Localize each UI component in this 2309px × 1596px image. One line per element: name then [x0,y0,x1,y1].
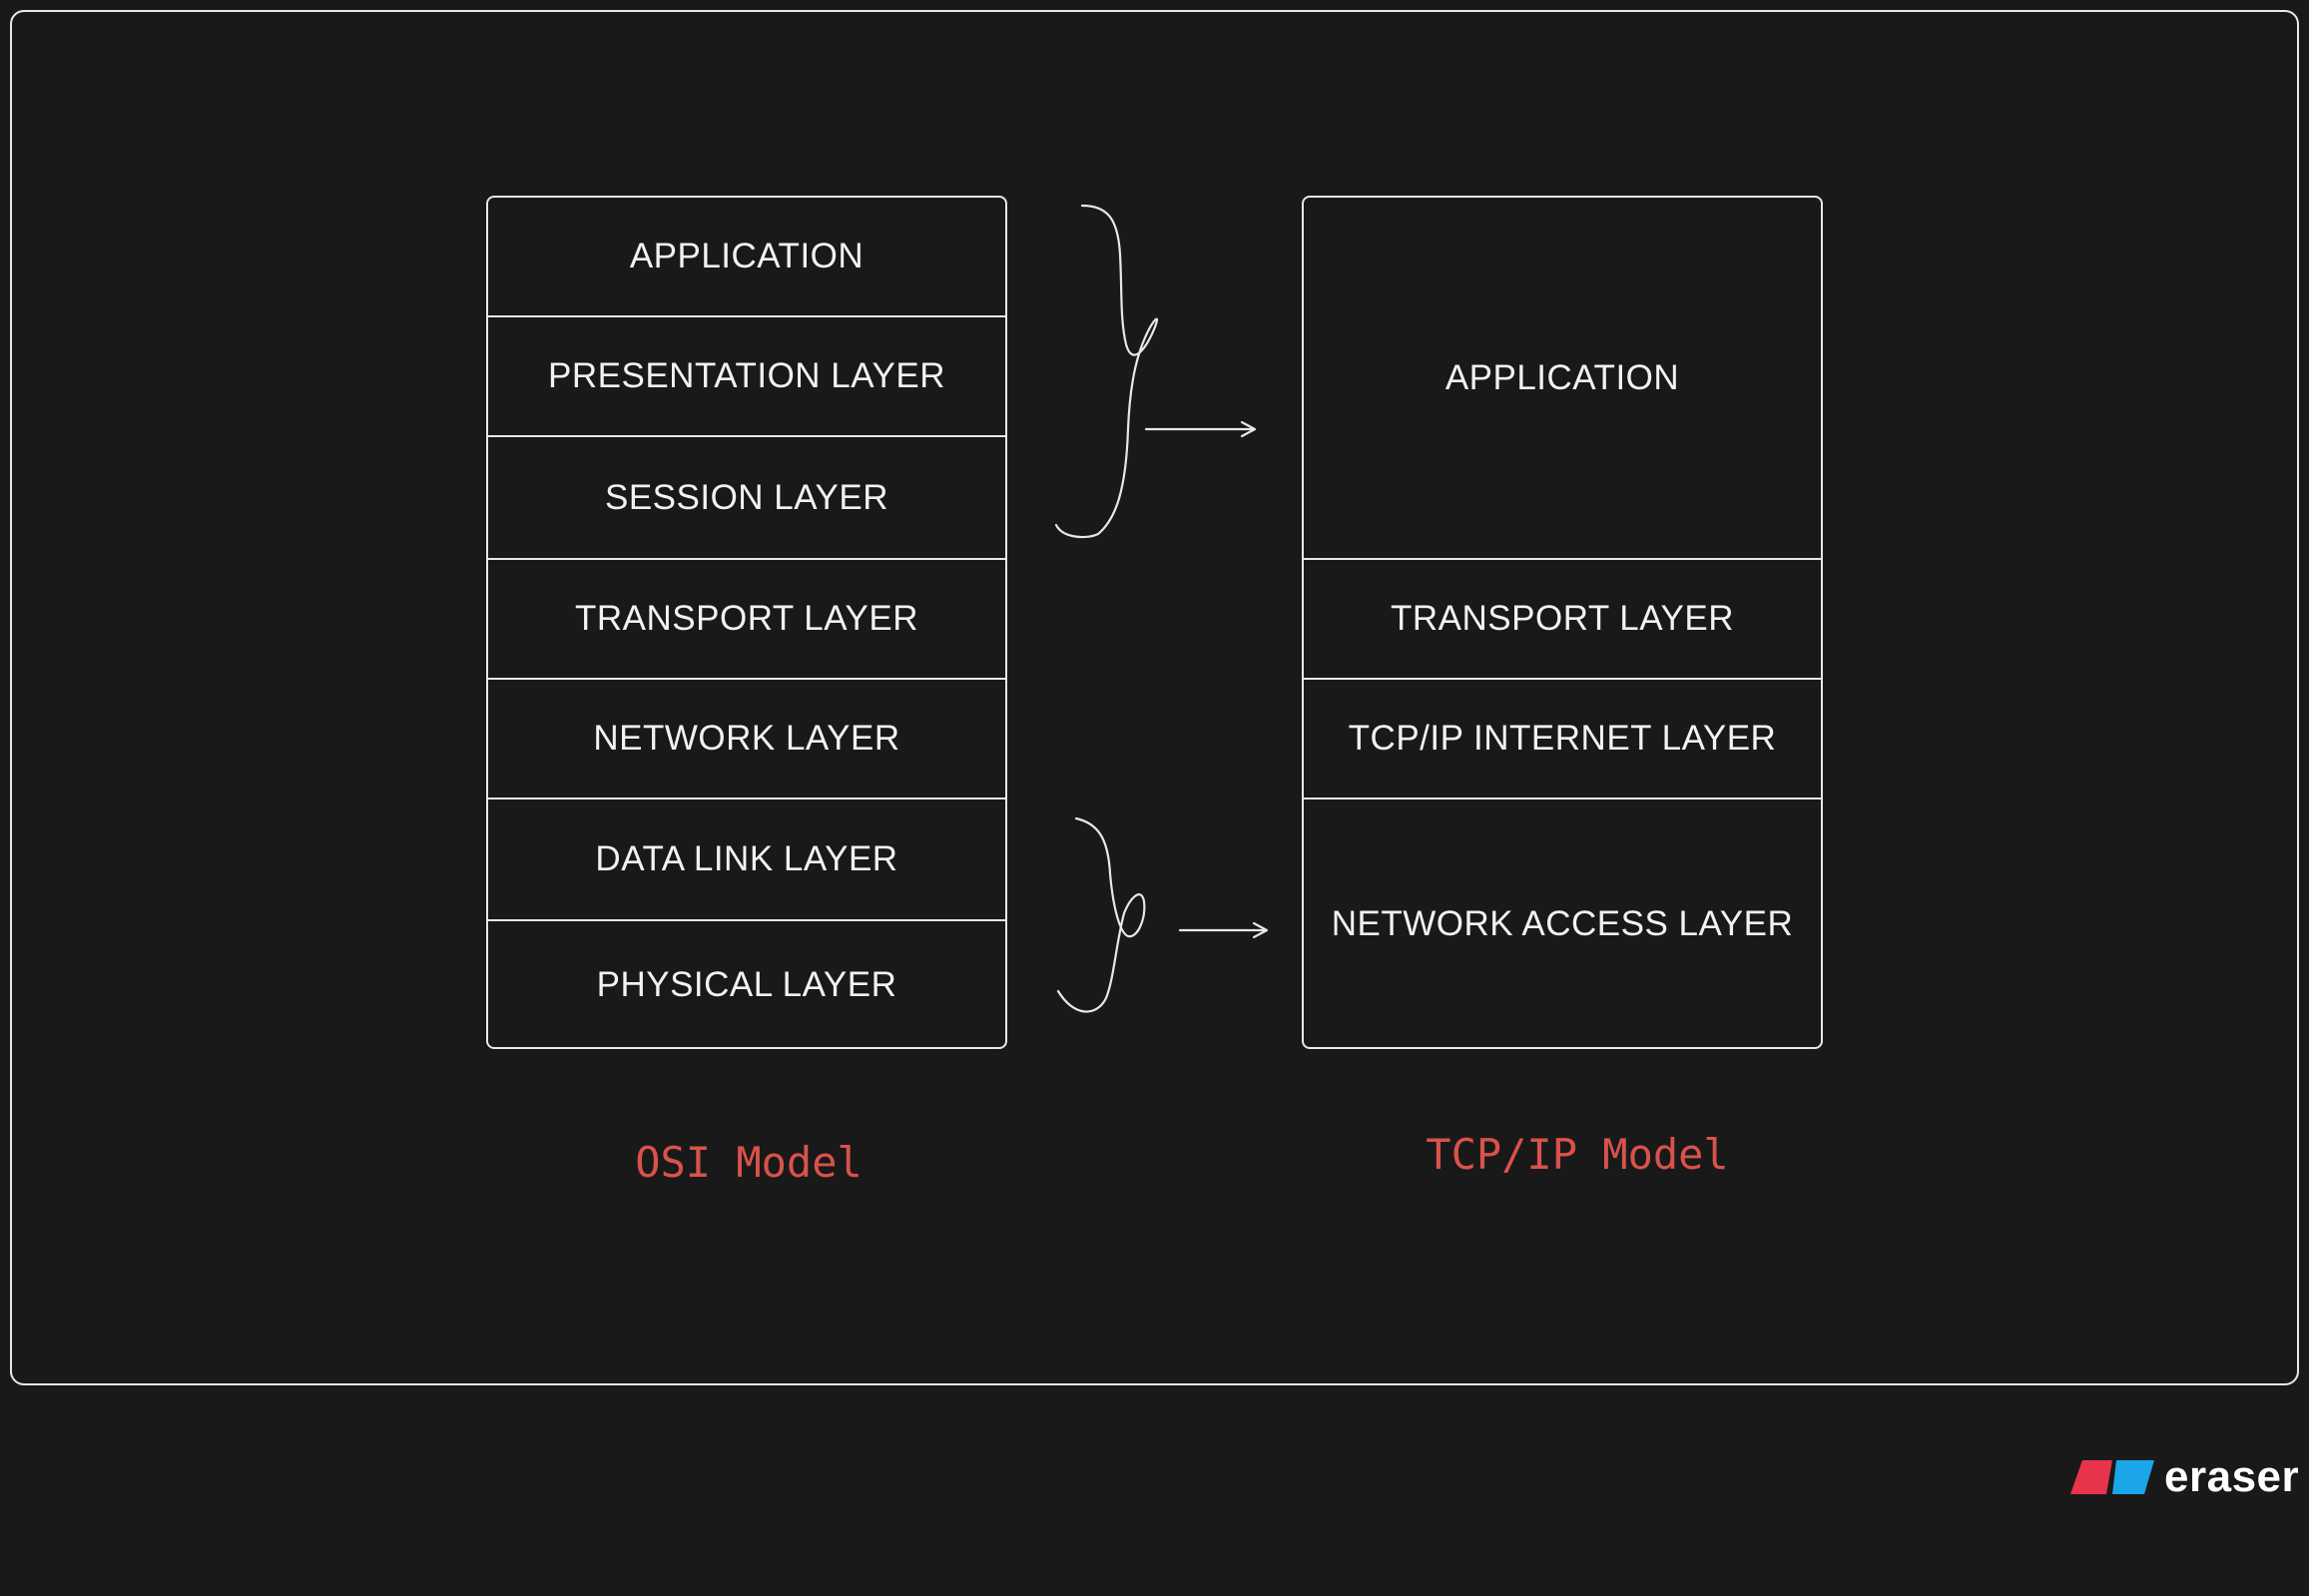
osi-layer-physical: PHYSICAL LAYER [488,919,1005,1047]
tcpip-model-caption: TCP/IP Model [1426,1130,1729,1179]
osi-model-stack: APPLICATION PRESENTATION LAYER SESSION L… [486,196,1007,1049]
tcpip-layer-transport: TRANSPORT LAYER [1304,558,1821,678]
eraser-logo-text: eraser [2164,1452,2300,1501]
eraser-logo-icon [2070,1460,2154,1494]
tcpip-layer-network-access: NETWORK ACCESS LAYER [1304,798,1821,1047]
tcpip-layer-application: APPLICATION [1444,357,1680,397]
osi-layer-data-link: DATA LINK LAYER [488,798,1005,919]
eraser-logo: eraser [2070,1452,2300,1501]
osi-layer-session: SESSION LAYER [488,435,1005,558]
tcpip-model-stack: APPLICATION TRANSPORT LAYER TCP/IP INTER… [1302,196,1823,1049]
osi-layer-transport: TRANSPORT LAYER [488,558,1005,678]
diagram-frame [10,10,2299,1385]
osi-layer-presentation: PRESENTATION LAYER [488,315,1005,435]
osi-layer-application: APPLICATION [629,237,865,275]
osi-model-caption: OSI Model [635,1138,863,1187]
tcpip-layer-internet: TCP/IP INTERNET LAYER [1304,678,1821,798]
osi-layer-network: NETWORK LAYER [488,678,1005,798]
